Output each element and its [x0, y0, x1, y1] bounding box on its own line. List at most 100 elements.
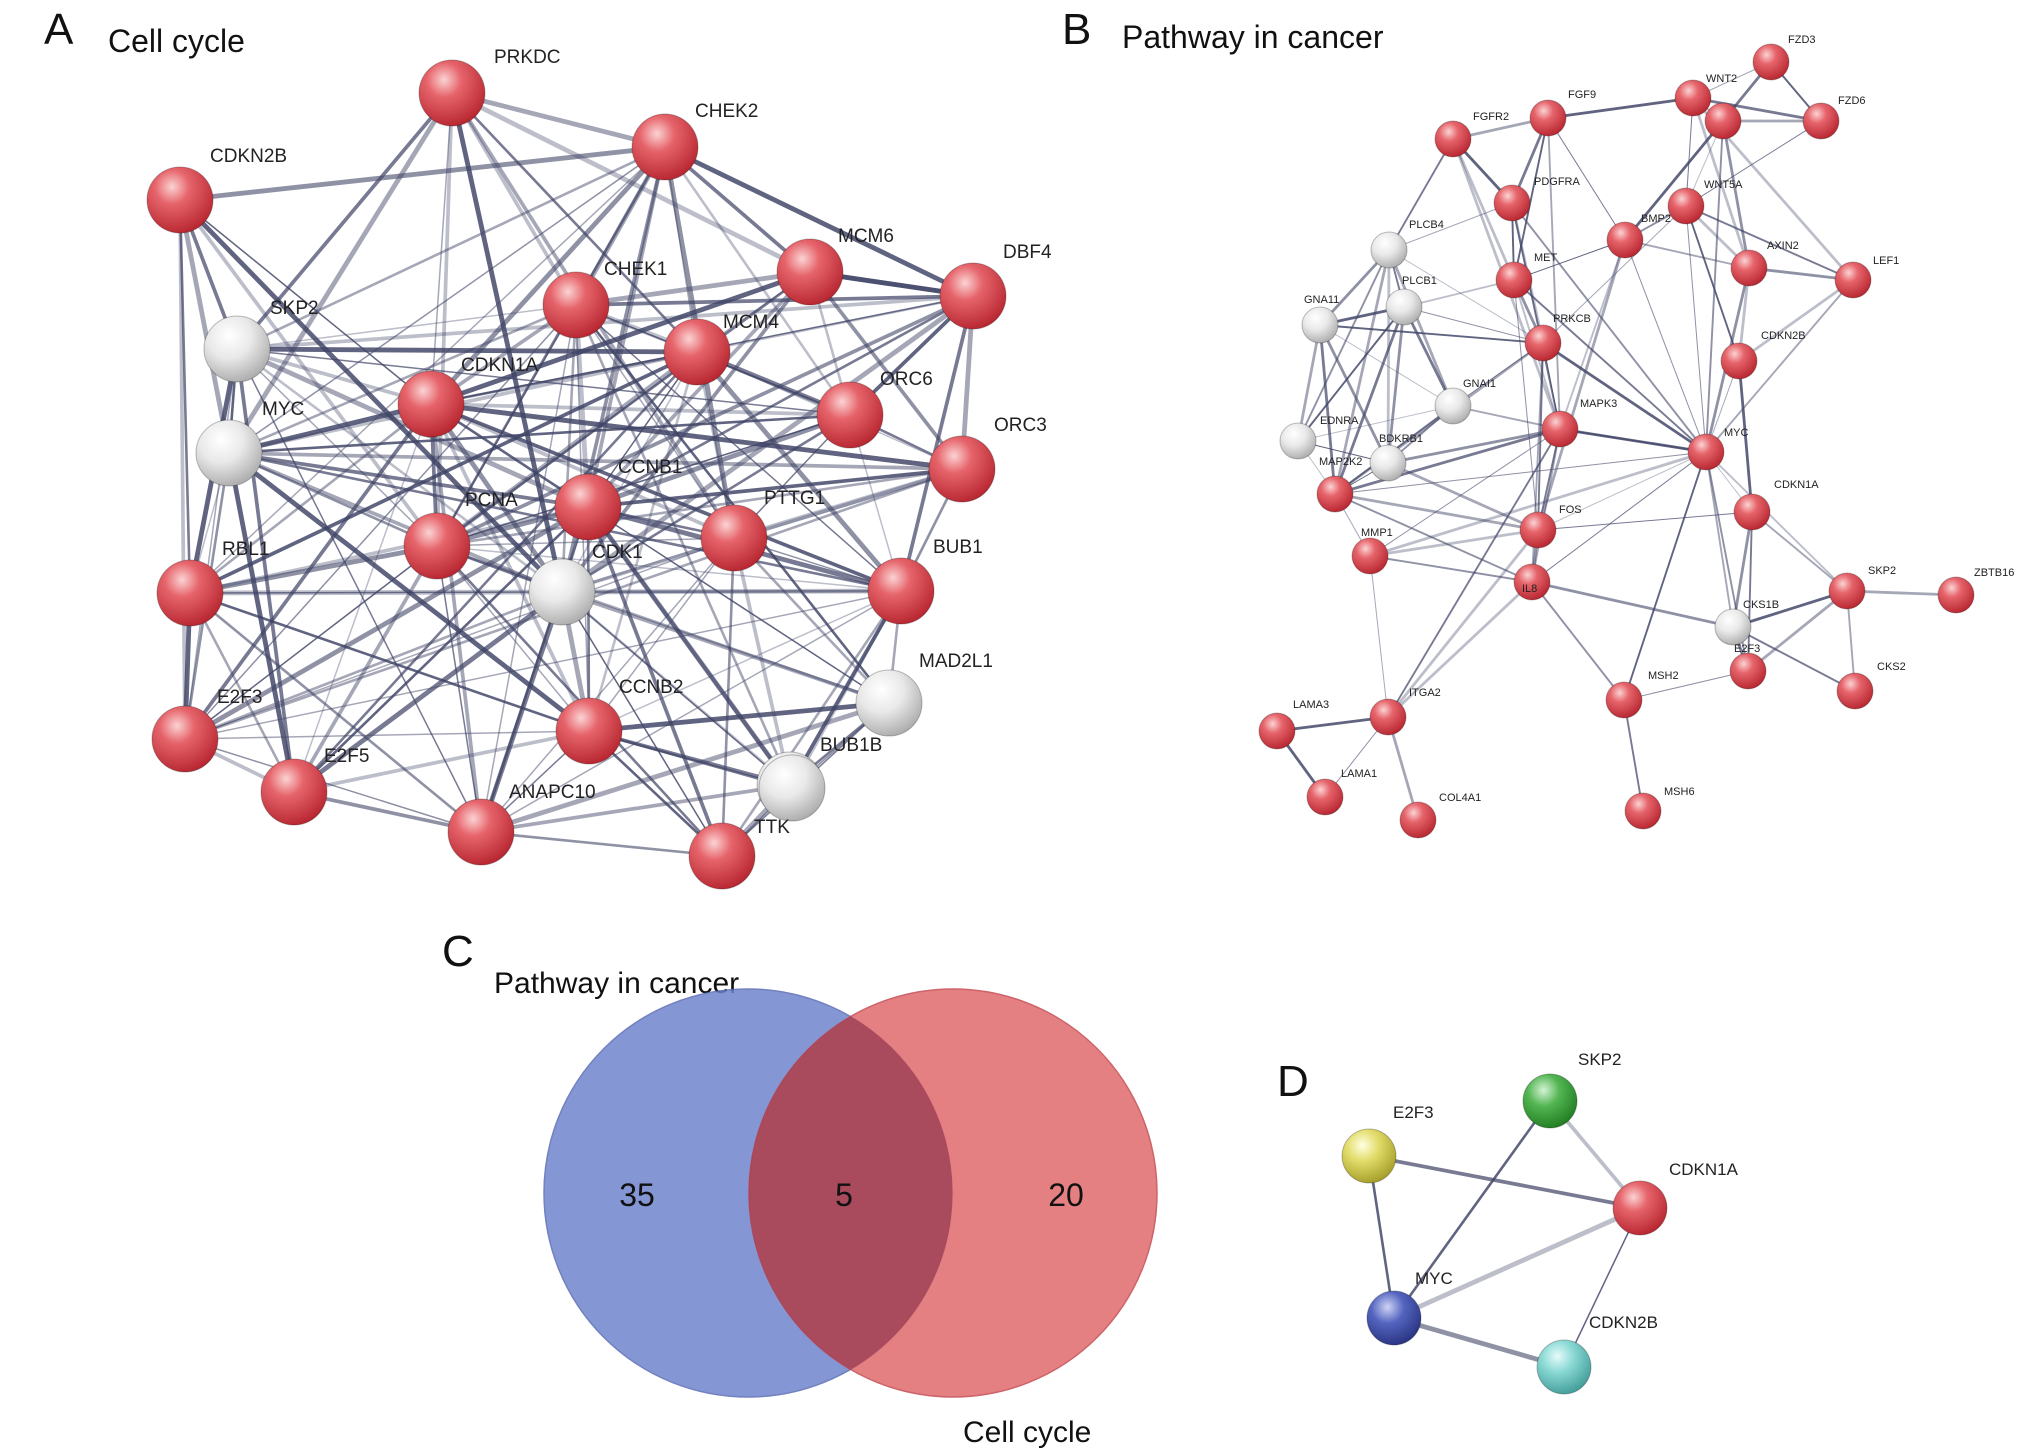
- edge-plcb1-map2k2: [1333, 306, 1406, 495]
- edge-cdk1-e2f5: [292, 590, 564, 794]
- node-e2f5: [260, 758, 328, 826]
- node-sphere-skp2: [1828, 572, 1866, 610]
- panel-b-edges: [1275, 61, 1957, 821]
- edge-wnt2-wnt5a: [1685, 97, 1694, 207]
- node-label-pttg1: PTTG1: [764, 488, 825, 509]
- node-sphere-gnai1: [1434, 387, 1472, 425]
- edge-mcm4-skp2: [236, 346, 698, 355]
- edge-mad2l1-ccnb2: [588, 700, 890, 734]
- venn-right-count: 20: [1048, 1177, 1084, 1213]
- node-pdgfra: [1493, 184, 1531, 222]
- edge-lef1-cdkn2b: [1738, 278, 1854, 363]
- node-sphere-orc6: [816, 381, 884, 449]
- edge-pcna-anapc10: [436, 545, 482, 833]
- node-gnai1: [1434, 387, 1472, 425]
- edge-ccnb2-e2f5: [293, 729, 590, 794]
- edge-mcm4-rbl1: [189, 350, 698, 595]
- edge-bdkrb1-fos: [1387, 461, 1539, 532]
- node-sphere-e2f3: [1341, 1128, 1397, 1184]
- panel-b-pathway-network: B Pathway in cancer FZD3WNT2FZD6FGFR2FGF…: [1062, 5, 2014, 839]
- node-label-ccnb2: CCNB2: [619, 677, 683, 698]
- edge-cdk1-mad2l1: [561, 590, 890, 705]
- node-sphere-mmp1: [1351, 537, 1389, 575]
- edge-bub1-bub1b: [788, 590, 903, 786]
- edge-gnai1-mapk3: [1452, 405, 1561, 430]
- edge-plcb4-gnai1: [1387, 249, 1455, 407]
- edge-anapc10-unl: [480, 830, 723, 858]
- node-sphere-e2f3: [151, 705, 219, 773]
- node-label-gna11: GNA11: [1304, 294, 1339, 306]
- node-sphere-cdkn2b: [146, 166, 214, 234]
- node-sphere-myc: [1366, 1290, 1422, 1346]
- edge-cdkn2b-cdkn1a: [179, 199, 432, 405]
- edge-gna11-ednra: [1296, 324, 1322, 442]
- edge-mcm4-cdk1: [561, 351, 698, 593]
- node-label-itga2: ITGA2: [1409, 687, 1441, 699]
- edge-plcb1-met: [1403, 279, 1515, 308]
- edge-pcna-e2f3: [184, 545, 438, 740]
- node-label-cdkn1a: CDKN1A: [1774, 479, 1819, 491]
- node-label-lama1: LAMA1: [1341, 768, 1377, 780]
- node-fzd3: [1752, 43, 1790, 81]
- venn-left-count: 35: [619, 1177, 655, 1213]
- node-sphere-pttg1: [700, 504, 768, 572]
- edge-chek1-anapc10: [480, 304, 577, 833]
- node-label-skp2: SKP2: [1868, 565, 1896, 577]
- node-label-met: MET: [1534, 252, 1558, 264]
- edge-bub1-ttk: [790, 590, 903, 789]
- node-mapk3: [1541, 410, 1579, 448]
- edge-myc-orc3: [228, 451, 963, 471]
- node-met: [1495, 261, 1533, 299]
- node-wnt5a: [1667, 187, 1705, 225]
- edge-mcm4-pcna: [435, 350, 699, 548]
- node-sphere-bub1: [867, 557, 935, 625]
- panel-a-title: Cell cycle: [108, 23, 245, 59]
- edge-myc-il8: [1531, 451, 1707, 583]
- node-sphere-col4a1: [1399, 801, 1437, 839]
- edge-wnt2-fzd6: [1692, 96, 1822, 123]
- node-sphere-cdkn2b: [1536, 1339, 1592, 1395]
- edge-cdkn2b-cdkn1a: [1563, 1207, 1641, 1368]
- edge-cdk1-bub1: [561, 589, 902, 594]
- edge-chek2-dbf4: [663, 144, 975, 299]
- node-sphere-mcm6: [776, 238, 844, 306]
- node-prkcb: [1524, 324, 1562, 362]
- edge-plcb1-gnai1: [1402, 306, 1455, 407]
- edge-cdkn2b-chek2: [179, 144, 666, 203]
- edge-orc3-cdkn1a: [430, 401, 963, 472]
- panel-a-nodes: PRKDCCHEK2CDKN2BMCM6DBF4CHEK1SKP2MCM4CDK…: [146, 47, 1052, 890]
- panel-b-title: Pathway in cancer: [1122, 19, 1384, 55]
- node-sphere-lama3: [1258, 712, 1296, 750]
- edge-dbf4-skp2: [236, 294, 974, 351]
- node-label-myc: MYC: [1724, 427, 1749, 439]
- edge-cdkn2b-cdkn1a: [1737, 360, 1754, 513]
- edge-mcm6-ccnb1: [586, 270, 812, 509]
- edge-cdkn2b-pcna: [178, 198, 439, 548]
- edge-myc-cks1b: [1705, 451, 1734, 628]
- node-label-ednra: EDNRA: [1320, 415, 1359, 427]
- edge-mmp1-il8: [1369, 555, 1533, 583]
- edge-prkdc-cdk1: [449, 92, 565, 593]
- edge-pttg1-ccnb2: [588, 537, 735, 732]
- edge-myc-e2f5: [226, 452, 297, 793]
- node-label-orc3: ORC3: [994, 415, 1047, 436]
- node-orc3: [928, 435, 996, 503]
- edge-msh2-e2f3: [1623, 670, 1749, 701]
- node-sphere-chek1: [542, 271, 610, 339]
- edge-ccnb1-e2f5: [293, 506, 589, 793]
- node-label-fgf9: FGF9: [1568, 89, 1596, 101]
- edge-e2f3-anapc10: [184, 738, 482, 833]
- edge-il8-cks1b: [1531, 580, 1734, 629]
- node-gna11: [1301, 306, 1339, 344]
- node-e2f3: [1341, 1128, 1397, 1184]
- node-cdk1: [528, 558, 596, 626]
- node-sphere-mcm4: [663, 318, 731, 386]
- node-label-e2f5: E2F5: [324, 746, 369, 767]
- node-zbtb16: [1937, 576, 1975, 614]
- node-sphere-skp2: [203, 315, 271, 383]
- edge-chek1-mad2l1: [574, 304, 891, 704]
- node-label-wnt2: WNT2: [1706, 73, 1737, 85]
- edge-cdkn1a-cks1b: [1731, 511, 1754, 628]
- edge-mapk3-map2k2: [1334, 427, 1561, 496]
